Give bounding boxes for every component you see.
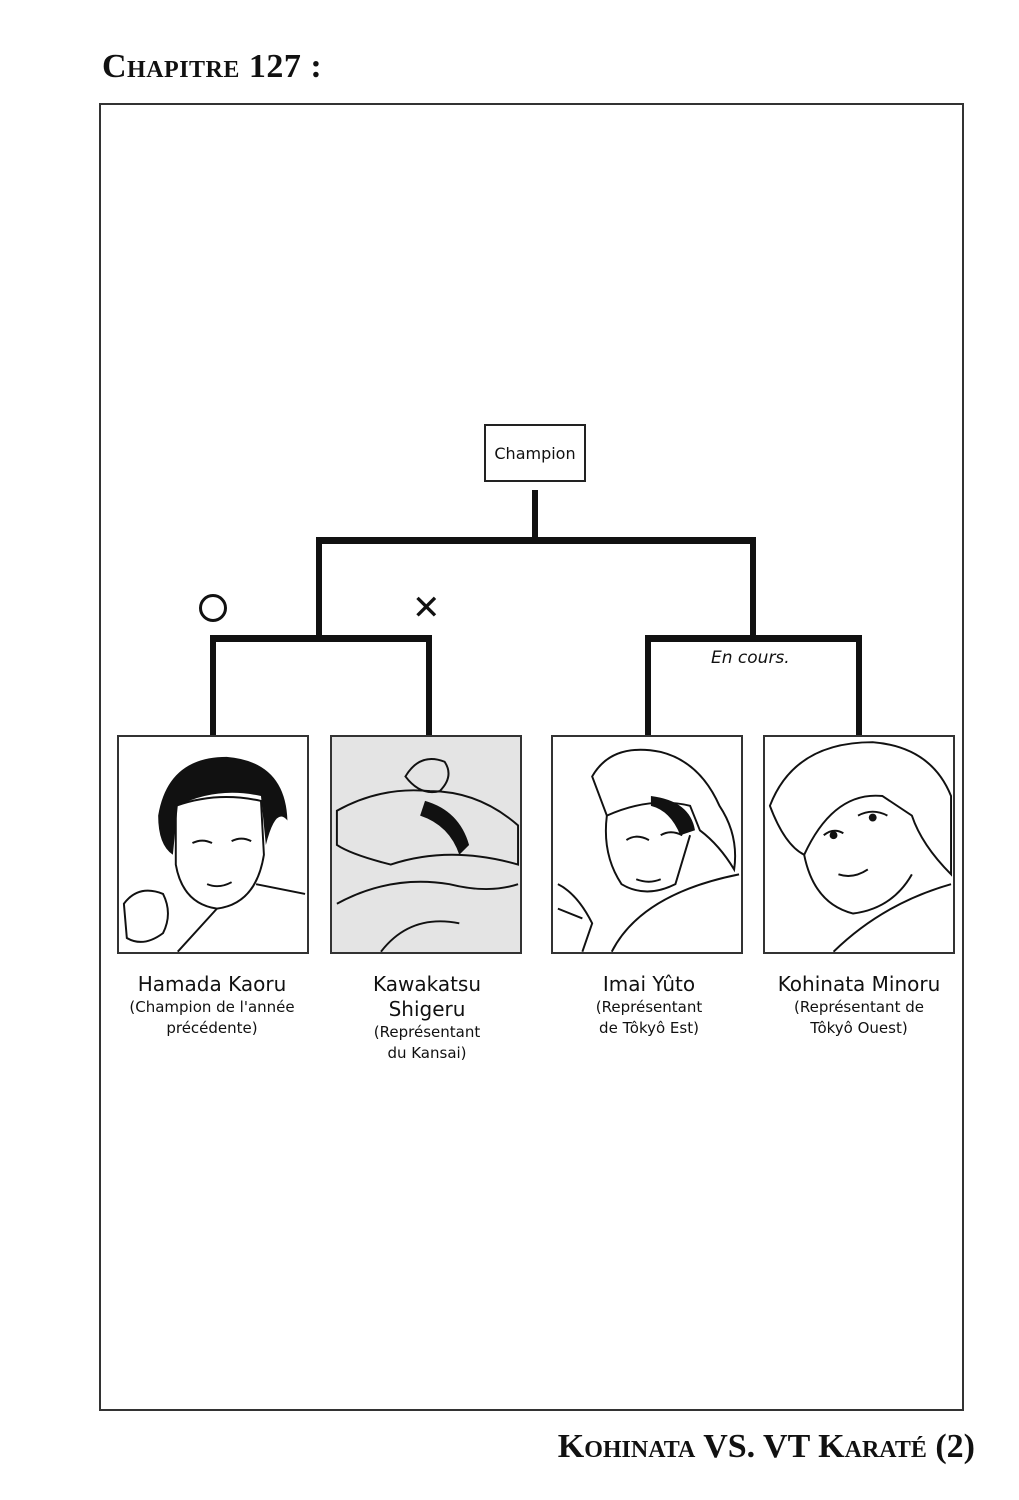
competitor-name: Imai Yûto [602, 972, 696, 996]
bracket-line-final-stem [532, 490, 538, 542]
knocked-out-portrait-icon [335, 758, 520, 952]
champion-box: Champion [484, 424, 586, 482]
bracket-line-left-drop [316, 537, 322, 639]
page-frame [99, 103, 964, 1411]
competitor-caption-kawakatsu: Kawakatsu Shigeru (Représentant du Kansa… [317, 972, 537, 1064]
competitor-role: (Représentant du Kansai) [373, 1023, 481, 1062]
competitor-name: Kawakatsu Shigeru [372, 972, 482, 1021]
loser-x-icon: ✕ [412, 588, 441, 628]
competitor-role: (Champion de l'année précédente) [129, 998, 295, 1037]
smiling-portrait-icon [768, 741, 953, 952]
fist-raised-portrait-icon [122, 756, 306, 952]
portrait-imai [551, 735, 743, 954]
champion-label: Champion [494, 443, 576, 463]
hand-raised-portrait-icon [557, 748, 740, 952]
competitor-name: Kohinata Minoru [777, 972, 941, 996]
bracket-line-final-horizontal [316, 537, 756, 544]
portrait-hamada [117, 735, 309, 954]
competitor-caption-hamada: Hamada Kaoru (Champion de l'année précéd… [102, 972, 322, 1039]
portrait-kohinata [763, 735, 955, 954]
match-status-note: En cours. [711, 648, 790, 668]
bracket-line-left-match-a [210, 635, 216, 736]
chapter-subtitle: Kohinata VS. VT Karaté (2) [557, 1428, 975, 1465]
chapter-title: Chapitre 127 : [102, 48, 323, 85]
competitor-caption-imai: Imai Yûto (Représentant de Tôkyô Est) [539, 972, 759, 1039]
bracket-line-right-match-a [645, 635, 651, 736]
bracket-line-left-match-b [426, 635, 432, 736]
bracket-line-right-match-horizontal [645, 635, 862, 642]
competitor-caption-kohinata: Kohinata Minoru (Représentant de Tôkyô O… [749, 972, 969, 1039]
bracket-line-left-match-horizontal [210, 635, 432, 642]
bracket-line-right-match-b [856, 635, 862, 736]
portrait-kawakatsu [330, 735, 522, 954]
competitor-name: Hamada Kaoru [137, 972, 287, 996]
bracket-line-right-drop [750, 537, 756, 639]
competitor-role: (Représentant de Tôkyô Ouest) [794, 998, 924, 1037]
winner-circle-icon [199, 594, 227, 622]
competitor-role: (Représentant de Tôkyô Est) [595, 998, 703, 1037]
